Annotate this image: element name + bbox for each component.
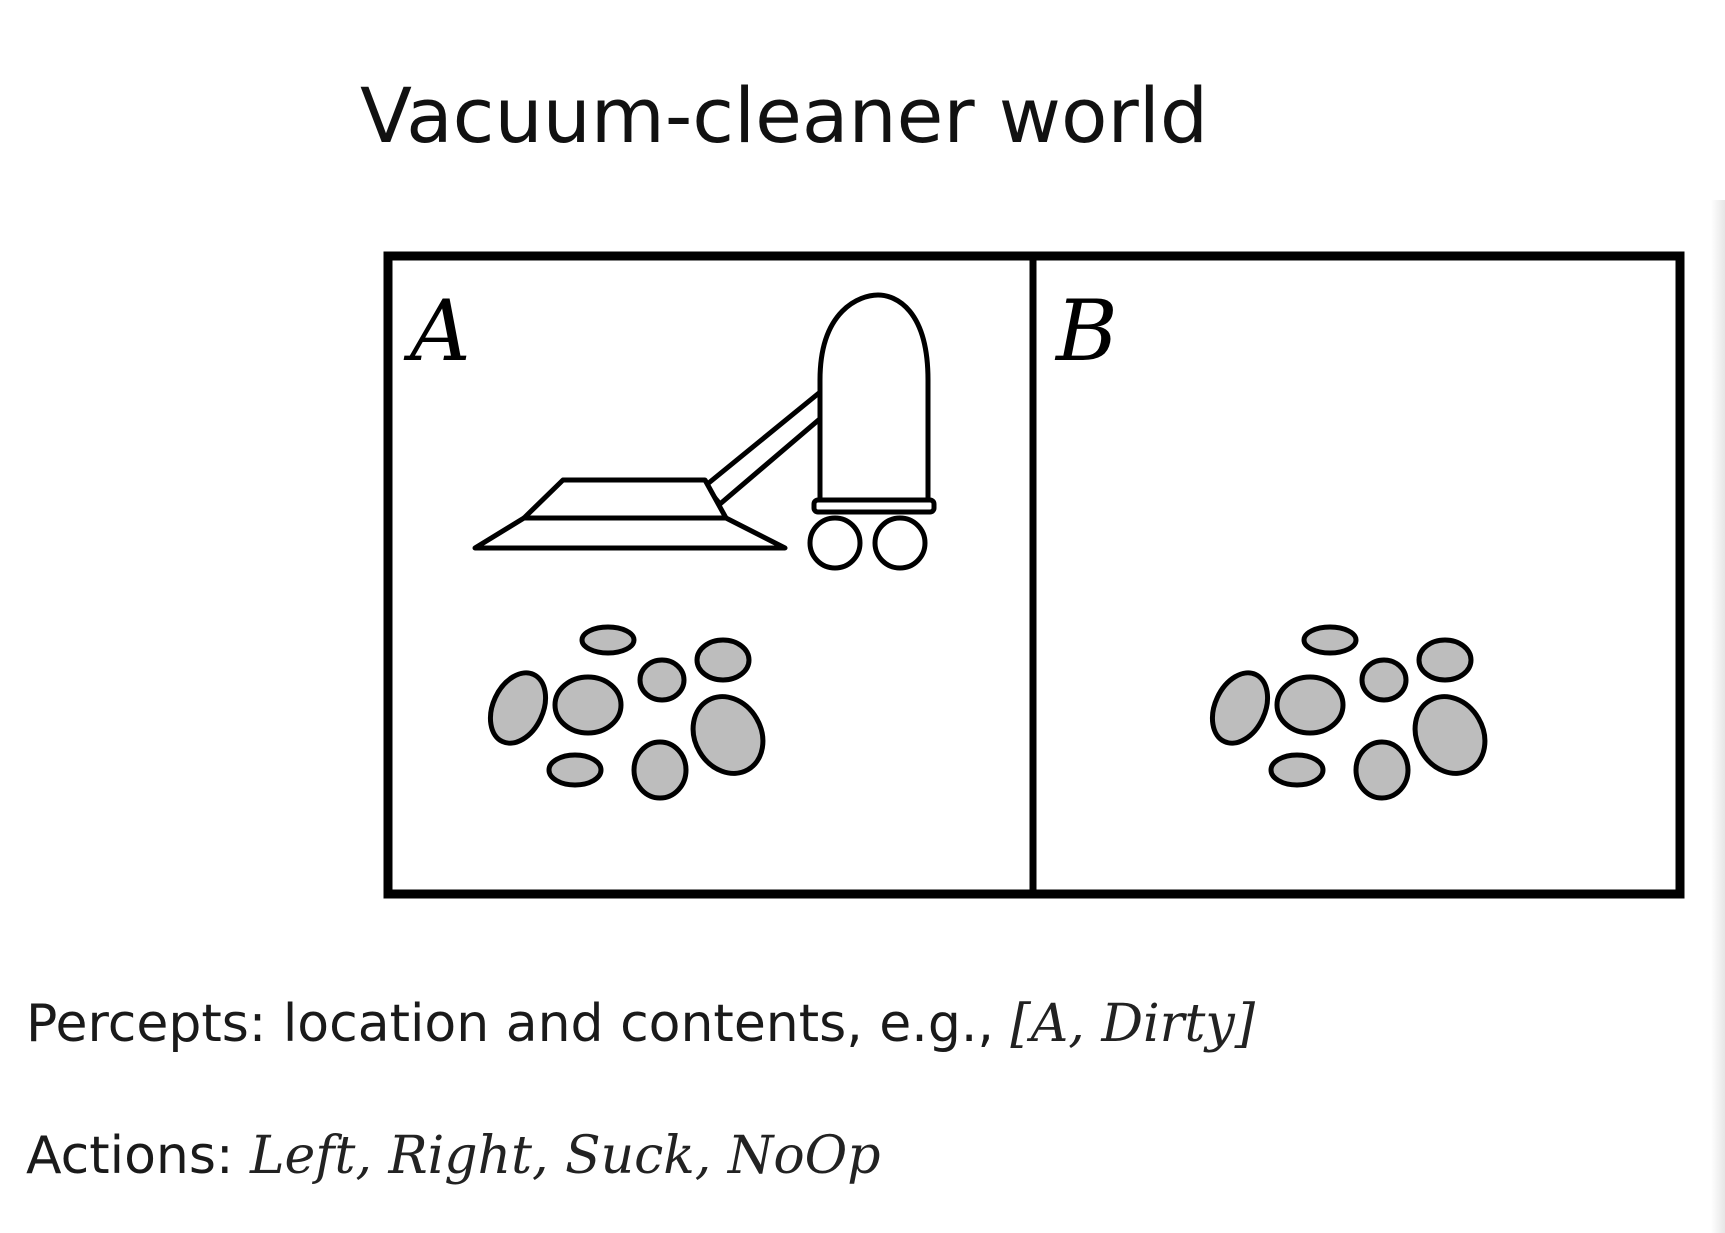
dirt-pile-a [487,624,766,801]
square-a-label: A [403,282,471,380]
percepts-line: Percepts: location and contents, e.g., [… [26,998,1255,1050]
square-b-label: B [1054,282,1118,380]
percepts-label: Percepts: location and contents, e.g., [26,994,994,1054]
actions-list: Left, Right, Suck, NoOp [250,1126,881,1186]
percepts-example: [A, Dirty] [1010,994,1256,1054]
slide-title: Vacuum-cleaner world [360,71,1209,160]
actions-line: Actions: Left, Right, Suck, NoOp [26,1130,881,1182]
slide-edge-shadow [1711,200,1725,1233]
actions-label: Actions: [26,1126,234,1186]
vacuum-cleaner-icon [472,292,937,571]
dirt-pile-b [1209,624,1488,801]
vacuum-world-diagram: A B [383,251,1685,899]
